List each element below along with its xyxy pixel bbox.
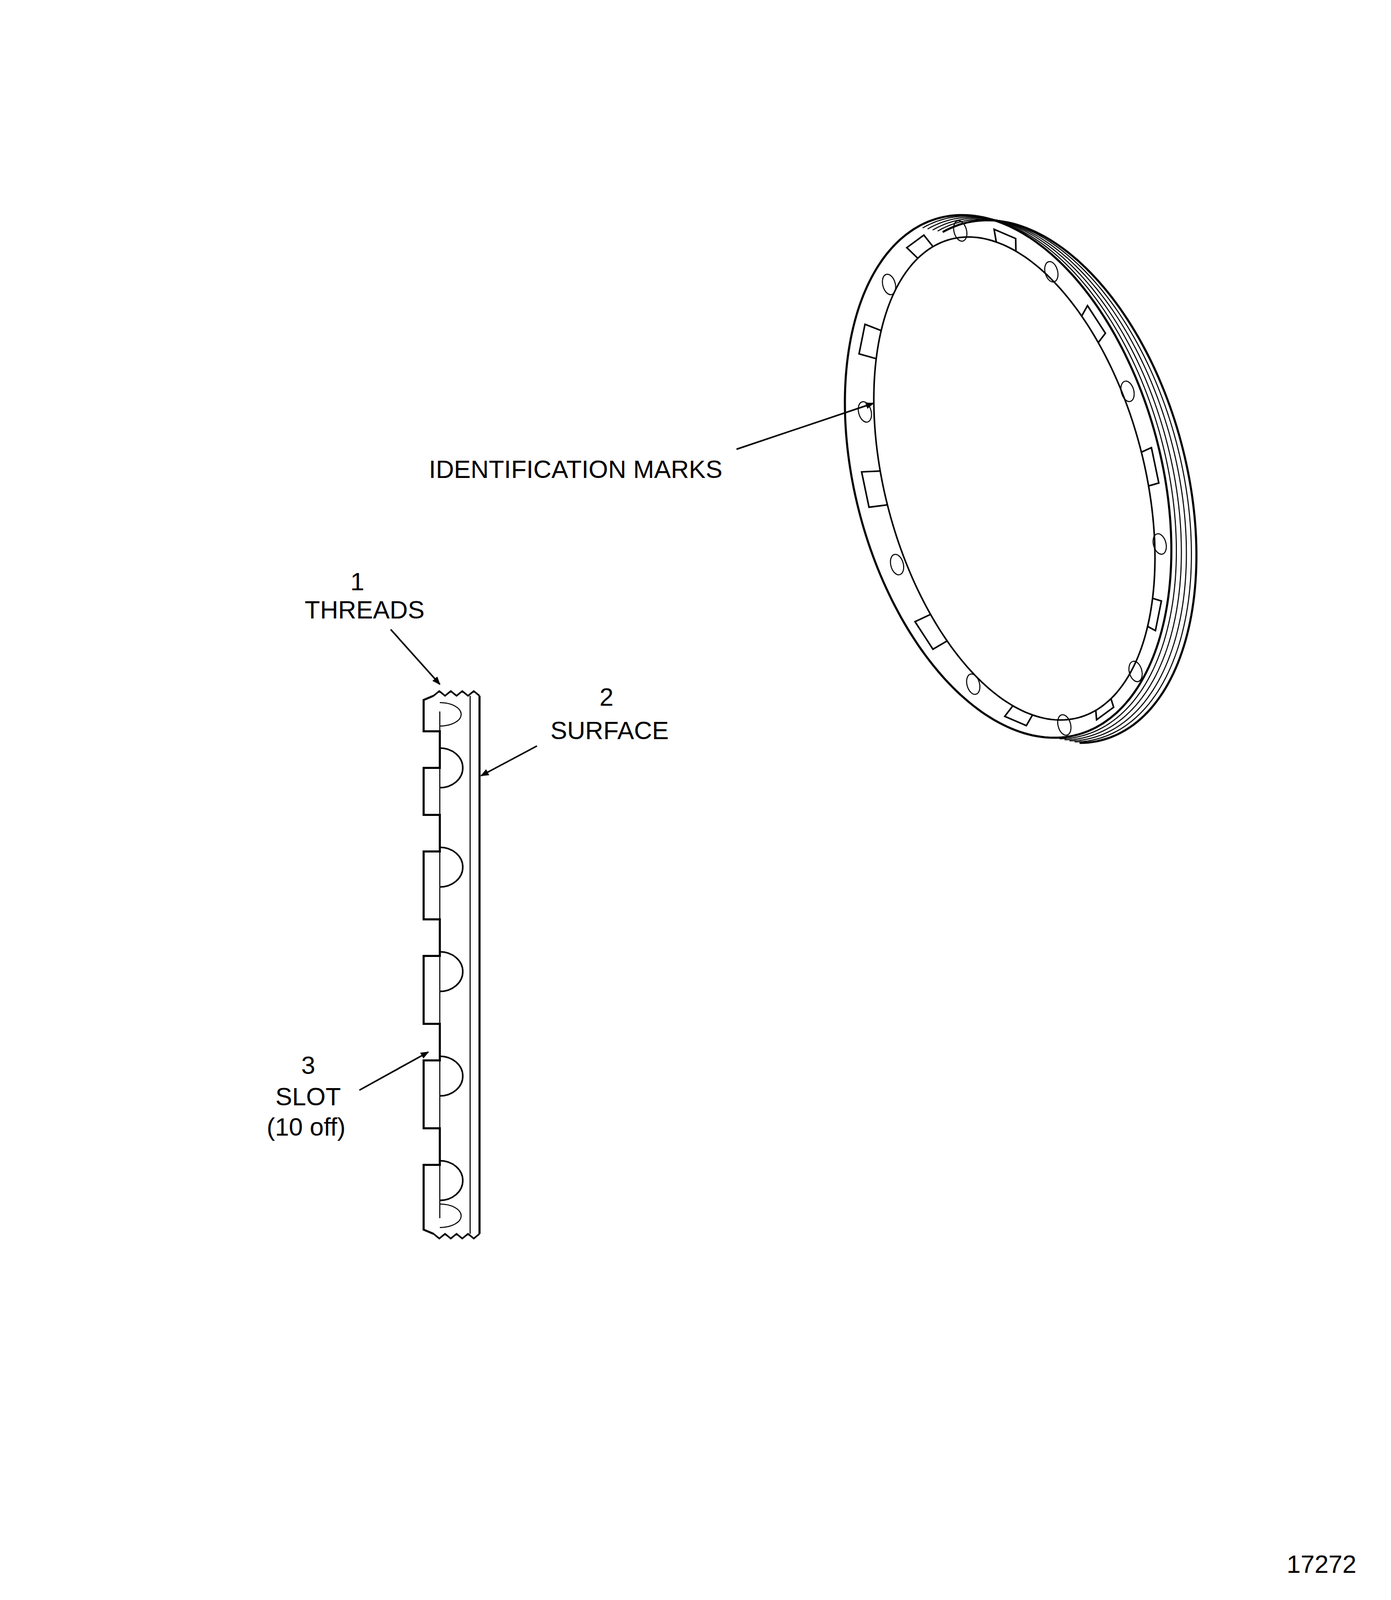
leader-line	[736, 403, 874, 450]
identification-mark	[1042, 260, 1061, 284]
identification-mark	[880, 272, 898, 297]
ring-bore	[873, 237, 1155, 721]
slot-notch	[915, 614, 948, 650]
slot-notch	[1081, 305, 1106, 343]
part-name: SURFACE	[550, 717, 670, 745]
identification-mark	[439, 847, 463, 887]
slot-notch	[1147, 598, 1162, 631]
figure-number: 17272	[1286, 1550, 1357, 1579]
slot-notch	[1004, 705, 1033, 726]
leader-line	[359, 1051, 429, 1091]
thread-profile	[433, 691, 480, 696]
ring-outer-edge	[845, 215, 1172, 739]
identification-mark	[439, 951, 463, 992]
part-name: THREADS	[304, 596, 425, 625]
identification-mark	[1118, 379, 1137, 404]
callout-number: 3	[301, 1051, 316, 1080]
thread-profile	[433, 1233, 480, 1239]
slot-notch	[1095, 698, 1114, 720]
ring-drawing	[845, 215, 1197, 744]
identification-mark	[1126, 659, 1145, 684]
identification-mark	[1150, 532, 1169, 556]
thread-line	[932, 218, 1187, 742]
identification-mark	[439, 1160, 463, 1201]
slot-notch	[906, 235, 933, 259]
identification-mark	[888, 552, 907, 577]
section-view	[423, 691, 480, 1239]
slot-notch	[859, 324, 882, 359]
identification-mark	[964, 672, 983, 696]
identification-mark	[951, 219, 970, 243]
quantity-note: (10 off)	[266, 1113, 346, 1142]
slot-notch	[1141, 447, 1159, 486]
callout-number: 1	[350, 568, 365, 596]
identification-mark	[1055, 712, 1074, 737]
slot-profile	[423, 695, 440, 1234]
identification-mark	[439, 1056, 463, 1096]
slot-notch	[861, 471, 888, 508]
thread-line	[927, 217, 1182, 741]
thread-line	[937, 219, 1192, 743]
leader-line	[390, 629, 440, 685]
part-name: IDENTIFICATION MARKS	[428, 456, 723, 484]
thread-line	[922, 216, 1177, 740]
leader-line	[481, 745, 537, 776]
identification-mark	[439, 747, 463, 788]
part-name: SLOT	[275, 1083, 341, 1112]
slot-notch	[994, 229, 1016, 252]
callout-number: 2	[599, 683, 614, 712]
